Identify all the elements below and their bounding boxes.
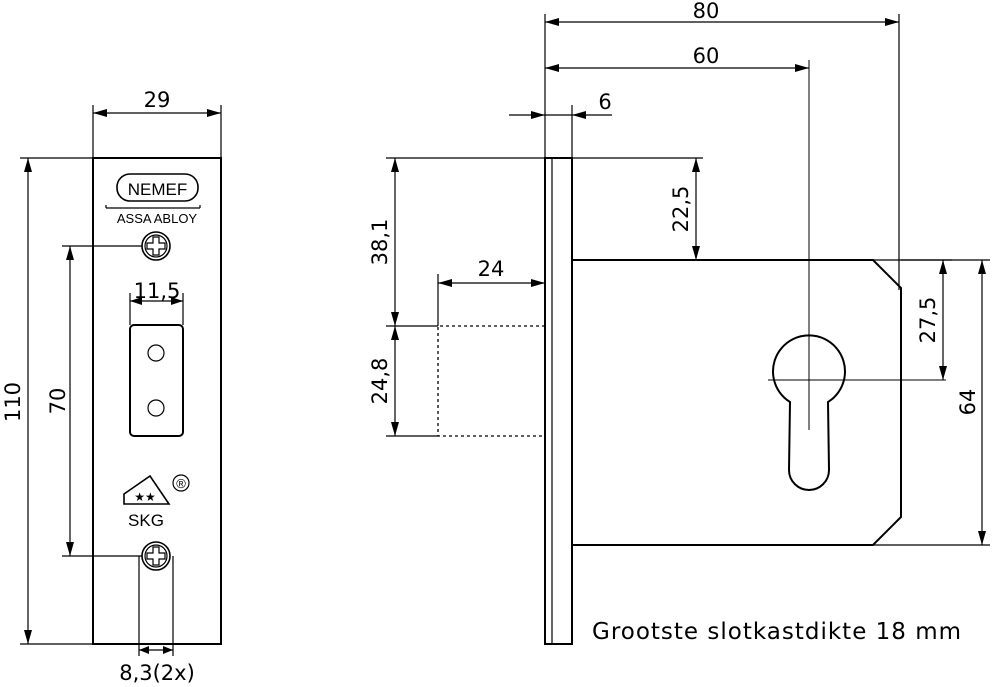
screw-icon bbox=[141, 231, 171, 261]
dim-front-height: 110 bbox=[1, 382, 25, 422]
bolt-outline bbox=[437, 325, 545, 437]
screw-icon bbox=[141, 541, 171, 571]
dim-case-height: 64 bbox=[956, 389, 980, 416]
cylinder-hole bbox=[772, 334, 846, 491]
dim-plate: 6 bbox=[598, 90, 611, 114]
dim-bolt-height: 24,8 bbox=[368, 358, 392, 405]
dim-screw-dia: 8,3(2x) bbox=[119, 661, 195, 685]
dim-top-to-case: 22,5 bbox=[669, 186, 693, 233]
nemef-logo-frame bbox=[116, 173, 199, 202]
nemef-logo-text: NEMEF bbox=[128, 180, 188, 199]
dim-bolt-throw: 24 bbox=[478, 257, 505, 281]
note-text: Grootste slotkastdikte 18 mm bbox=[592, 619, 962, 645]
dim-total: 80 bbox=[693, 0, 720, 23]
dim-backset: 60 bbox=[693, 44, 720, 68]
dim-cyl-offset: 27,5 bbox=[916, 297, 940, 344]
window-hole-top bbox=[147, 344, 165, 362]
dim-window-width: 11,5 bbox=[134, 279, 181, 303]
window-hole-bottom bbox=[147, 399, 165, 417]
skg-text: SKG bbox=[128, 511, 164, 530]
dim-screw-spacing: 70 bbox=[46, 388, 70, 415]
assa-abloy-text: ASSA ABLOY bbox=[117, 211, 198, 226]
dim-top-to-bolt: 38,1 bbox=[368, 219, 392, 266]
strike-window bbox=[129, 324, 184, 437]
skg-logo-icon: ★★ bbox=[123, 474, 190, 505]
dim-front-width: 29 bbox=[144, 88, 171, 112]
front-plate-outline bbox=[92, 157, 222, 645]
front-view: NEMEF ASSA ABLOY ★★ ® SKG bbox=[1, 88, 222, 685]
lock-case-body bbox=[572, 259, 902, 546]
registered-mark: ® bbox=[176, 476, 186, 491]
side-view: 80 60 6 24 22,5 38,1 bbox=[368, 0, 990, 645]
svg-text:★★: ★★ bbox=[134, 490, 156, 504]
side-front-plate bbox=[544, 157, 573, 645]
